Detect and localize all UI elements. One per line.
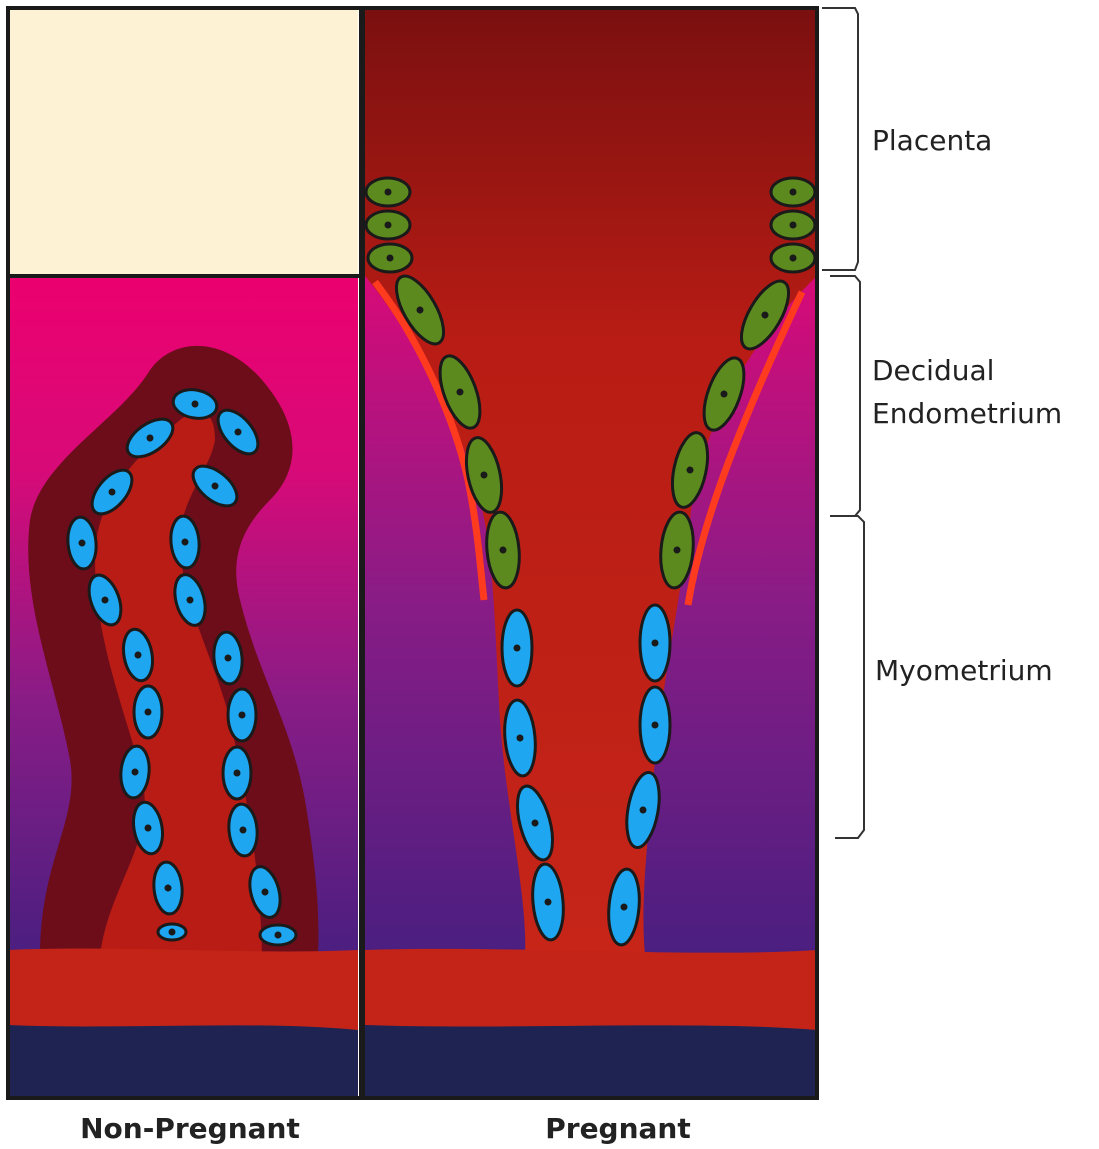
myometrium-bracket <box>835 516 864 838</box>
trophoblast-cell <box>771 244 815 272</box>
trophoblast-cells-placenta-left <box>366 178 412 272</box>
endothelial-cell <box>228 689 256 741</box>
trophoblast-cell <box>366 178 410 206</box>
placenta-bracket <box>822 8 858 270</box>
trophoblast-cells-placenta-right <box>771 178 815 272</box>
endothelial-cell <box>134 686 162 738</box>
trophoblast-cell <box>368 244 412 272</box>
label-decidua-line2: Endometrium <box>872 397 1062 430</box>
label-pregnant: Pregnant <box>545 1112 691 1145</box>
endothelial-cell <box>640 687 670 763</box>
label-decidua-line1: Decidual <box>872 354 994 387</box>
label-placenta: Placenta <box>872 124 992 157</box>
non-pregnant-panel <box>8 8 358 1098</box>
base-artery <box>365 949 817 1030</box>
label-non-pregnant: Non-Pregnant <box>80 1112 300 1145</box>
endothelial-cell <box>260 925 296 945</box>
endothelial-cell <box>158 924 186 940</box>
trophoblast-cell <box>771 211 815 239</box>
label-myometrium: Myometrium <box>875 654 1053 687</box>
endothelial-cell <box>502 610 532 686</box>
pregnant-panel <box>365 8 817 1098</box>
placenta-region-blank <box>8 8 358 276</box>
decidua-bracket <box>830 276 860 516</box>
base-vein <box>8 1025 358 1098</box>
region-brackets <box>822 8 864 838</box>
trophoblast-cell <box>771 178 815 206</box>
base-vein <box>365 1025 817 1098</box>
endothelial-cell <box>640 605 670 681</box>
endothelial-cell <box>223 747 251 799</box>
base-artery <box>8 949 358 1030</box>
trophoblast-cell <box>366 211 410 239</box>
